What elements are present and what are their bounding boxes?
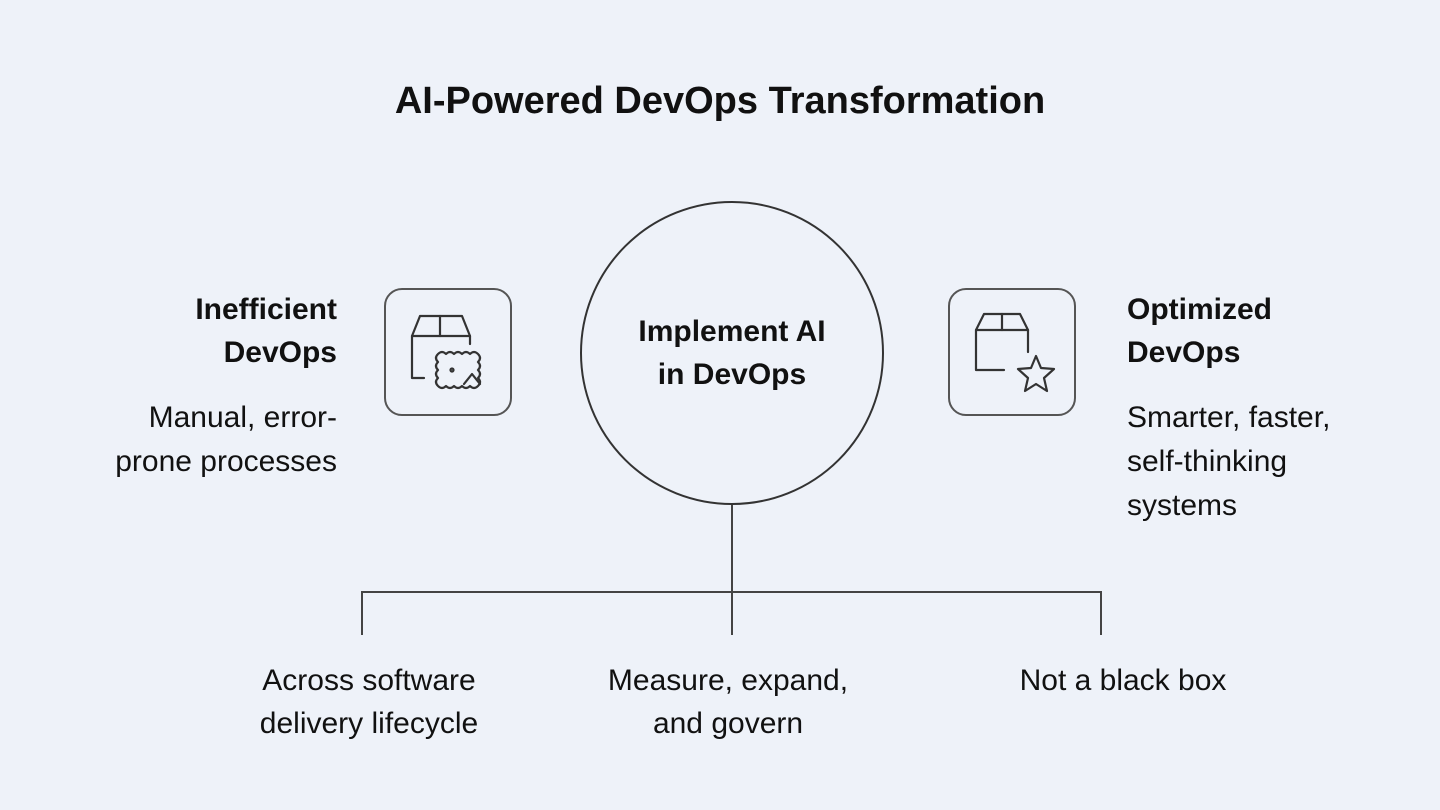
left-heading-line2: DevOps: [223, 336, 337, 369]
left-desc-line2: prone processes: [115, 445, 337, 478]
right-description: Smarter, faster, self-thinking systems: [1127, 396, 1330, 528]
branch-3-line1: Not a black box: [1019, 664, 1227, 697]
right-desc-line2: self-thinking: [1127, 445, 1288, 478]
right-desc-line3: systems: [1127, 489, 1238, 522]
center-line1: Implement AI: [638, 315, 826, 348]
branch-drop-3: [1100, 591, 1102, 635]
branch-1-line1: Across software: [262, 664, 476, 697]
box-with-star-icon: [948, 288, 1076, 416]
branch-2-line1: Measure, expand,: [607, 664, 849, 697]
right-desc-line1: Smarter, faster,: [1127, 401, 1331, 434]
branch-1-line2: delivery lifecycle: [259, 707, 479, 740]
left-heading: Inefficient DevOps: [195, 288, 337, 374]
branch-drop-1: [361, 591, 363, 635]
center-circle: Implement AI in DevOps: [580, 201, 884, 505]
right-heading: Optimized DevOps: [1127, 288, 1272, 374]
branch-item-1: Across software delivery lifecycle: [199, 659, 539, 745]
branch-item-2: Measure, expand, and govern: [558, 659, 898, 745]
left-desc-line1: Manual, error-: [148, 401, 337, 434]
branch-item-3: Not a black box: [953, 659, 1293, 702]
center-line2: in DevOps: [657, 358, 807, 391]
box-with-image-icon: [384, 288, 512, 416]
trunk-connector: [731, 505, 733, 635]
right-heading-line2: DevOps: [1127, 336, 1241, 369]
left-heading-line1: Inefficient: [195, 293, 337, 326]
diagram-title: AI-Powered DevOps Transformation: [394, 80, 1046, 122]
right-heading-line1: Optimized: [1127, 293, 1273, 326]
branch-connector: [361, 591, 1102, 593]
branch-2-line2: and govern: [652, 707, 804, 740]
left-description: Manual, error- prone processes: [115, 396, 337, 484]
